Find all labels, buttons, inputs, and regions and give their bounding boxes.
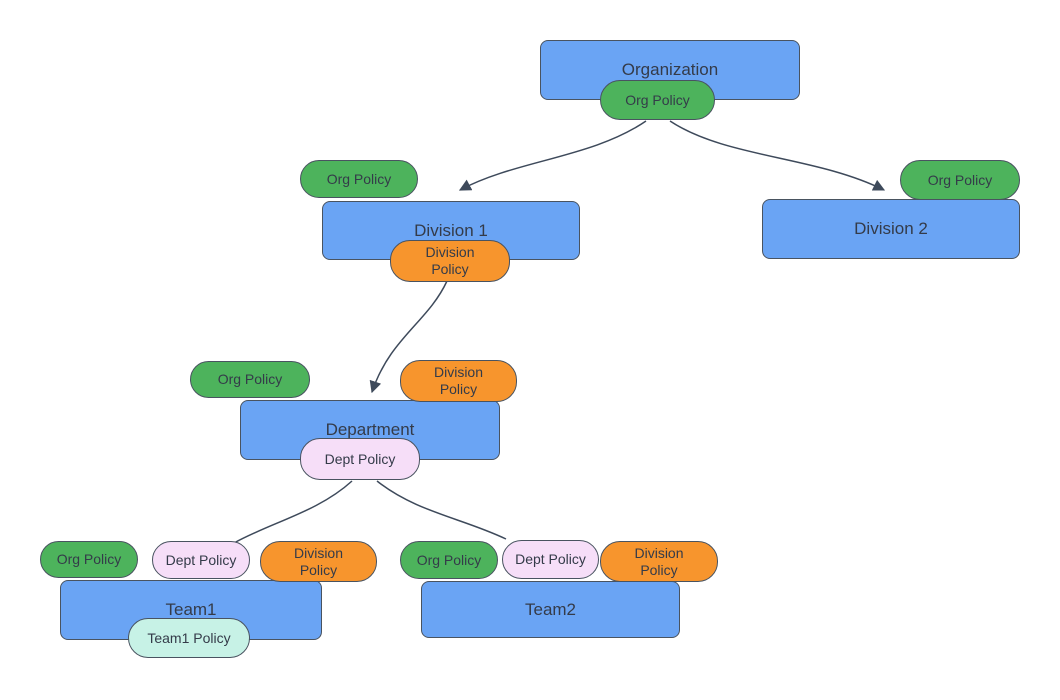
badge-label: Division Policy [293,544,343,578]
badge-label: Dept Policy [324,450,396,467]
badge-org-policy-division1: Org Policy [300,160,418,198]
badge-org-policy-department: Org Policy [190,361,310,398]
edge-organization-division1 [458,120,647,191]
badge-label: Org Policy [326,170,392,187]
badge-division-policy-team1: Division Policy [260,541,377,582]
badge-org-policy-division2: Org Policy [900,160,1020,200]
node-team1-label: Team1 [165,600,217,619]
badge-label: Division Policy [425,244,475,277]
badge-org-policy-team2: Org Policy [400,541,498,579]
node-team2: Team2 [421,581,680,638]
badge-division-policy-team2: Division Policy [600,541,718,582]
edge-department-team2 [376,480,507,540]
badge-label: Org Policy [927,171,993,188]
badge-label: Team1 Policy [147,629,231,646]
badge-label: Org Policy [56,551,122,568]
node-division1-label: Division 1 [414,220,488,240]
badge-label: Org Policy [217,371,283,388]
badge-dept-policy-team2: Dept Policy [502,540,599,579]
badge-org-policy-team1: Org Policy [40,541,138,578]
badge-label: Org Policy [416,551,482,568]
badge-label: Dept Policy [165,551,237,568]
node-organization-label: Organization [621,60,719,79]
badge-org-policy-organization: Org Policy [600,80,715,120]
badge-label: Division Policy [433,364,483,397]
badge-team1-policy-team1: Team1 Policy [128,618,250,658]
node-division2-label: Division 2 [854,219,928,238]
edge-organization-division2 [669,120,886,191]
edge-department-team1 [233,480,353,544]
badge-division-policy-department: Division Policy [400,360,517,402]
node-team2-label: Team2 [524,599,577,619]
badge-label: Division Policy [634,544,684,578]
badge-division-policy-division1: Division Policy [390,240,510,282]
badge-label: Dept Policy [515,551,586,568]
badge-dept-policy-department: Dept Policy [300,438,420,480]
node-department-label: Department [325,420,415,439]
badge-label: Org Policy [625,91,690,108]
badge-dept-policy-team1: Dept Policy [152,541,250,579]
node-division2: Division 2 [762,199,1020,259]
